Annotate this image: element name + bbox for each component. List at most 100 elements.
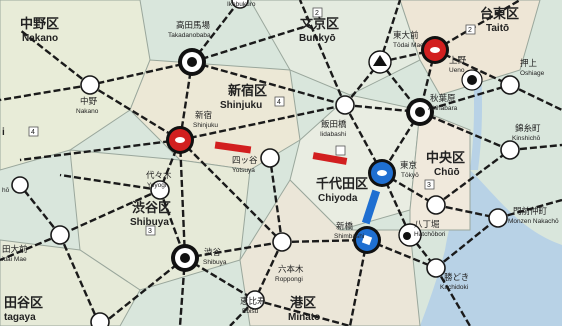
route-segment[interactable] (191, 60, 346, 107)
station-node-monzen[interactable] (488, 208, 508, 228)
station-label-monzen: 門前仲町 (513, 206, 548, 216)
token-icon (175, 137, 185, 143)
ward-label-taito-en: Taitō (486, 23, 509, 34)
ward-label-setagaya: 田谷区 (4, 295, 43, 310)
station-label-roppongi-en: Roppongi (275, 276, 303, 283)
special-station-shibuya[interactable] (171, 244, 199, 272)
station-node-ikebukuro[interactable] (231, 0, 249, 9)
station-node-roppongi[interactable] (272, 232, 292, 252)
route-segment[interactable] (281, 238, 368, 244)
station-label-oshiage: 押上 (520, 58, 538, 68)
route-segment[interactable] (435, 149, 511, 206)
station-node-bottom[interactable] (90, 312, 110, 326)
route-segment[interactable] (419, 110, 511, 152)
route-segment[interactable] (253, 241, 284, 301)
station-label-roppongi: 六本木 (278, 264, 304, 274)
claimed-station-shimbashi[interactable] (353, 226, 381, 254)
claimed-route-blue[interactable] (361, 189, 381, 225)
station-label-shimbashi-en: Shimbashi (334, 233, 364, 240)
route-segment[interactable] (419, 83, 511, 114)
route-segment[interactable] (19, 138, 181, 162)
token-icon (361, 234, 373, 246)
sakura-icon (415, 107, 425, 117)
ward-tag-edge: 4 (31, 129, 35, 136)
ward-area-chuo (409, 109, 471, 231)
route-segment[interactable] (19, 29, 91, 86)
route-segment[interactable] (179, 139, 283, 243)
route-segment[interactable] (497, 198, 562, 220)
station-label-tokyo: 東京 (400, 160, 417, 170)
tile-marker (335, 145, 346, 156)
route-segment[interactable] (0, 233, 61, 262)
route-segment[interactable] (298, 0, 347, 106)
claimed-station-ueno[interactable] (421, 36, 449, 64)
ward-label-shibuya: 渋谷区 (132, 200, 171, 215)
station-node-edge[interactable] (11, 176, 29, 194)
station-node-ebisu[interactable] (245, 290, 265, 310)
claimed-route-red[interactable] (312, 152, 348, 165)
ward-label-bunkyo: 文京区 (300, 16, 339, 31)
ward-label-chuo: 中央区 (426, 150, 465, 165)
tile-marker (145, 225, 156, 236)
route-segment[interactable] (434, 267, 472, 326)
station-label-ebisu-en: Ebisu (242, 308, 259, 315)
route-segment[interactable] (191, 23, 311, 64)
special-station-takadanobaba[interactable] (178, 48, 206, 76)
station-label-akihabara-en: Akihabara (428, 105, 458, 112)
route-segment[interactable] (59, 188, 161, 237)
route-segment[interactable] (435, 217, 499, 269)
route-segment[interactable] (184, 240, 283, 260)
station-label-nakano-en: Nakano (76, 108, 99, 115)
tile-marker (312, 7, 323, 18)
ward-label-chiyoda: 千代田区 (316, 176, 368, 191)
station-label-daimae: 田大前 (2, 244, 28, 254)
route-segment[interactable] (58, 234, 102, 326)
landmark-hatchobori[interactable] (398, 223, 422, 247)
station-node-nakano[interactable] (80, 75, 100, 95)
station-label-iidabashi: 飯田橋 (321, 119, 347, 129)
station-node-yoyogi[interactable] (150, 180, 170, 200)
station-node-kinshicho[interactable] (500, 140, 520, 160)
special-station-akihabara[interactable] (406, 98, 434, 126)
claimed-station-tokyo[interactable] (368, 159, 396, 187)
ward-label-edge: i (2, 127, 5, 138)
station-node-iidabashi[interactable] (335, 95, 355, 115)
ward-tag-shibuya: 3 (148, 228, 152, 235)
claimed-route-red[interactable] (214, 141, 252, 154)
station-node-daimae[interactable] (50, 225, 70, 245)
station-label-kachidoki: 勝どき (444, 272, 469, 282)
station-node-kachidoki[interactable] (426, 258, 446, 278)
route-segment[interactable] (268, 157, 284, 243)
station-label-ebisu: 恵比寿 (240, 296, 266, 306)
camera-icon (403, 232, 411, 240)
station-label-nakano: 中野 (80, 96, 98, 106)
landmark-todaimae[interactable] (368, 50, 392, 74)
station-node-oshiage[interactable] (500, 75, 520, 95)
route-segment[interactable] (59, 173, 161, 192)
station-label-iidabashi-en: Iidabashi (320, 131, 346, 138)
station-label-akihabara: 秋葉原 (430, 93, 456, 103)
route-segment[interactable] (348, 239, 369, 326)
station-label-yotsuya-en: Yotsuya (232, 167, 255, 174)
route-segment[interactable] (509, 143, 562, 152)
route-segment[interactable] (0, 83, 91, 102)
station-node-yotsuya[interactable] (260, 148, 280, 168)
route-segment[interactable] (89, 83, 181, 142)
claimed-station-shinjuku[interactable] (166, 126, 194, 154)
ward-tag-chuo: 3 (427, 182, 431, 189)
route-segment[interactable] (179, 103, 346, 142)
station-node-hatchobori-junction[interactable] (426, 195, 446, 215)
ward-label-taito: 台東区 (480, 6, 519, 21)
route-segment[interactable] (435, 203, 499, 220)
route-segment[interactable] (89, 60, 193, 87)
route-segment[interactable] (254, 298, 351, 326)
token-icon (377, 170, 387, 176)
ward-label-chuo-en: Chūō (434, 167, 460, 178)
route-segment[interactable] (19, 184, 61, 236)
station-label-kinshicho: 錦糸町 (515, 123, 541, 133)
route-segment[interactable] (99, 257, 186, 326)
route-segment[interactable] (434, 0, 521, 52)
tile-marker (28, 126, 39, 137)
station-label-daimae-en: idai Mae (2, 256, 27, 263)
